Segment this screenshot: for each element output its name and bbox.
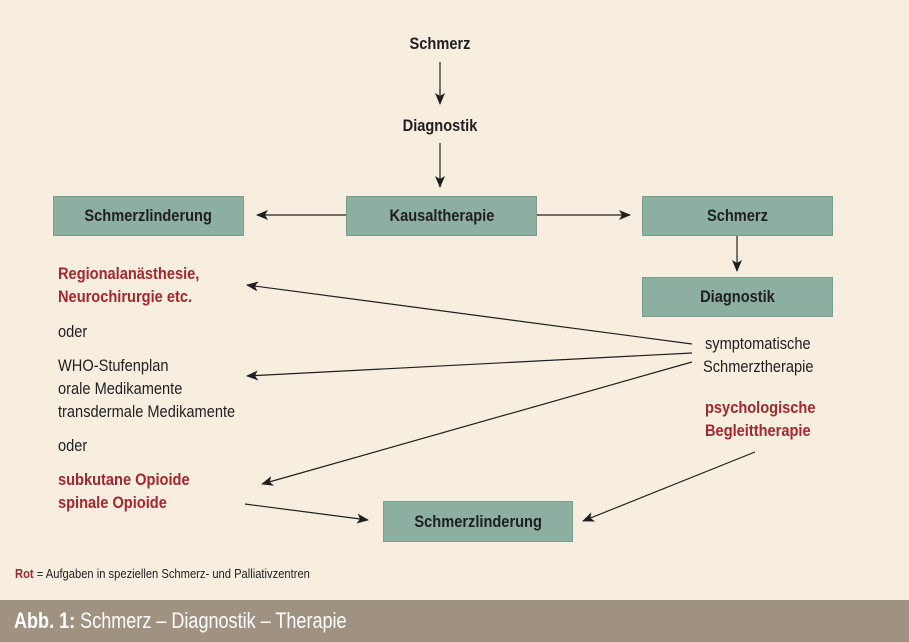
- text-orale-medikamente: orale Medikamente: [58, 379, 183, 398]
- text-schmerztherapie: Schmerztherapie: [703, 357, 814, 376]
- figure-caption: Abb. 1: Schmerz – Diagnostik – Therapie: [14, 608, 347, 634]
- box-kausaltherapie: Kausaltherapie: [346, 196, 537, 236]
- text-psychologische: psychologische: [705, 398, 816, 417]
- box-diagnostik-right-label: Diagnostik: [700, 287, 775, 306]
- text-spinale-opioide: spinale Opioide: [58, 493, 167, 512]
- legend-text: = Aufgaben in speziellen Schmerz- und Pa…: [36, 566, 310, 581]
- legend-key: Rot: [15, 566, 34, 581]
- box-schmerzlinderung-bottom: Schmerzlinderung: [383, 501, 573, 542]
- box-schmerzlinderung-left-label: Schmerzlinderung: [84, 206, 213, 225]
- caption-number: Abb. 1:: [14, 608, 76, 633]
- arrow-opioide-to-schmerzlinderung: [244, 503, 369, 524]
- diagram-canvas: Schmerz Diagnostik Schmerzlinderung Kaus…: [15, 34, 833, 581]
- text-subkutane-opioide: subkutane Opioide: [58, 470, 190, 489]
- box-schmerzlinderung-bottom-label: Schmerzlinderung: [414, 511, 542, 531]
- arrow-layer: [244, 62, 756, 524]
- arrow-psych-to-schmerzlinderung: [582, 451, 756, 522]
- box-schmerzlinderung-left: Schmerzlinderung: [53, 196, 244, 236]
- text-regionalanaesthesie: Regionalanästhesie,: [58, 264, 200, 283]
- legend: Rot = Aufgaben in speziellen Schmerz- un…: [15, 566, 310, 581]
- caption-title: Schmerz – Diagnostik – Therapie: [80, 608, 347, 633]
- box-schmerz-right: Schmerz: [642, 196, 833, 236]
- arrow-symptomatic-to-regional: [246, 281, 693, 345]
- arrow-symptomatic-to-opioide: [261, 361, 693, 486]
- text-oder-1: oder: [58, 322, 88, 341]
- text-who-stufenplan: WHO-Stufenplan: [58, 356, 169, 375]
- text-transdermale-medikamente: transdermale Medikamente: [58, 402, 236, 421]
- node-diagnostik-top: Diagnostik: [402, 116, 478, 135]
- text-neurochirurgie: Neurochirurgie etc.: [58, 287, 193, 306]
- text-begleittherapie: Begleittherapie: [705, 421, 811, 440]
- box-diagnostik-right: Diagnostik: [642, 277, 833, 317]
- box-schmerz-right-label: Schmerz: [707, 206, 768, 225]
- arrow-symptomatic-to-who: [246, 352, 693, 381]
- text-oder-2: oder: [58, 436, 88, 455]
- box-kausaltherapie-label: Kausaltherapie: [389, 206, 494, 225]
- text-symptomatische: symptomatische: [705, 334, 811, 353]
- node-schmerz-top: Schmerz: [409, 34, 471, 53]
- figure-caption-bar: Abb. 1: Schmerz – Diagnostik – Therapie: [0, 600, 909, 642]
